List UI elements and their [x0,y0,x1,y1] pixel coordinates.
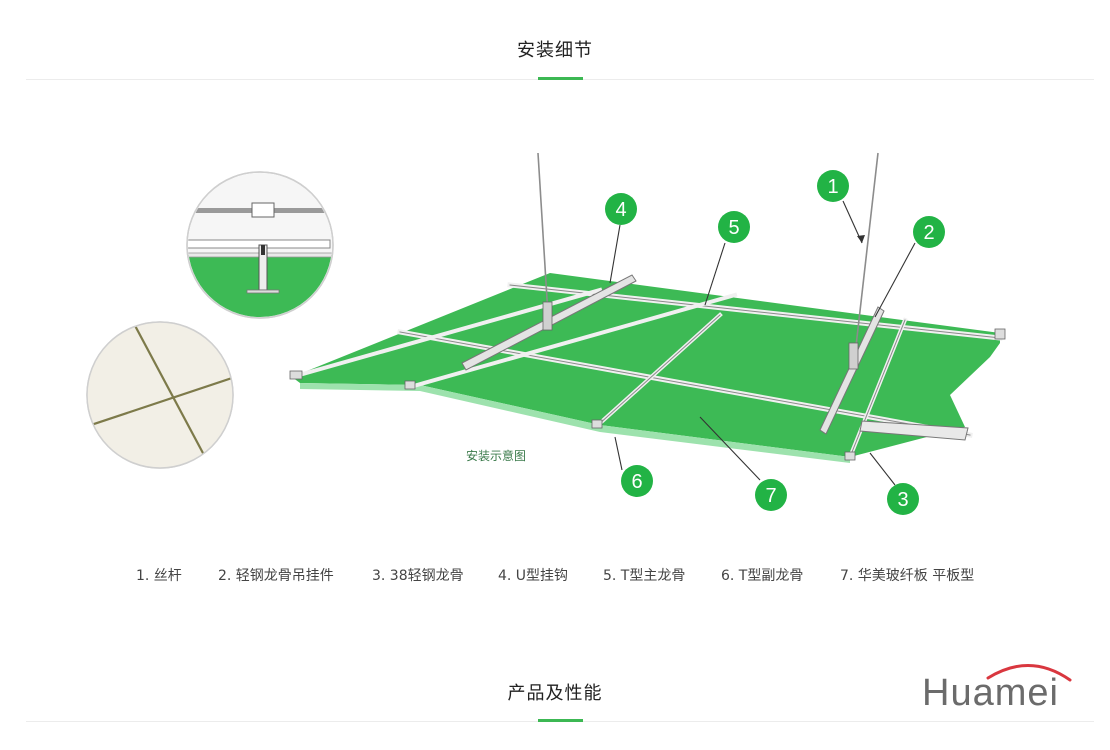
callout-leaders [609,200,916,486]
callout-1-label: 1 [827,176,838,198]
callout-3-label: 3 [897,489,908,511]
logo-arc-icon [986,664,1072,682]
threaded-rods [537,152,879,370]
callout-7-label: 7 [765,485,776,507]
installation-diagram: 安装示意图 1 2 3 4 5 6 7 [86,152,1006,515]
callout-6-label: 6 [631,471,642,493]
legend-item: 2. 轻钢龙骨吊挂件 [218,568,334,584]
callout-3: 3 [887,483,919,515]
legend-item: 6. T型副龙骨 [721,568,804,584]
callout-4: 4 [605,193,637,225]
section-accent-bar [538,77,583,80]
section-title-install: 安装细节 [517,40,593,61]
legend-item: 4. U型挂钩 [498,568,569,584]
callout-4-label: 4 [615,199,626,221]
section-header-products: 产品及性能 [0,679,1110,705]
legend-item: 3. 38轻钢龙骨 [372,568,464,584]
huamei-logo: Huamei [920,658,1075,714]
section-title-products: 产品及性能 [507,683,603,704]
callout-7: 7 [755,479,787,511]
callout-1: 1 [817,170,849,202]
detail-circle-panel-surface [86,321,234,469]
detail-circle-cross-section [186,171,334,319]
callout-6: 6 [621,465,653,497]
component-legend: 1. 丝杆 2. 轻钢龙骨吊挂件 3. 38轻钢龙骨 4. U型挂钩 5. T型… [0,565,1110,585]
brand-name: Huamei [922,672,1059,714]
section-accent-bar [538,719,583,722]
legend-item: 1. 丝杆 [136,568,182,584]
callout-2: 2 [913,216,945,248]
callout-2-label: 2 [923,222,934,244]
callout-5: 5 [718,211,750,243]
legend-item: 7. 华美玻纤板 平板型 [840,568,975,584]
diagram-caption: 安装示意图 [466,448,526,463]
callout-5-label: 5 [728,217,739,239]
section-header-install: 安装细节 [0,36,1110,62]
legend-item: 5. T型主龙骨 [603,568,686,584]
